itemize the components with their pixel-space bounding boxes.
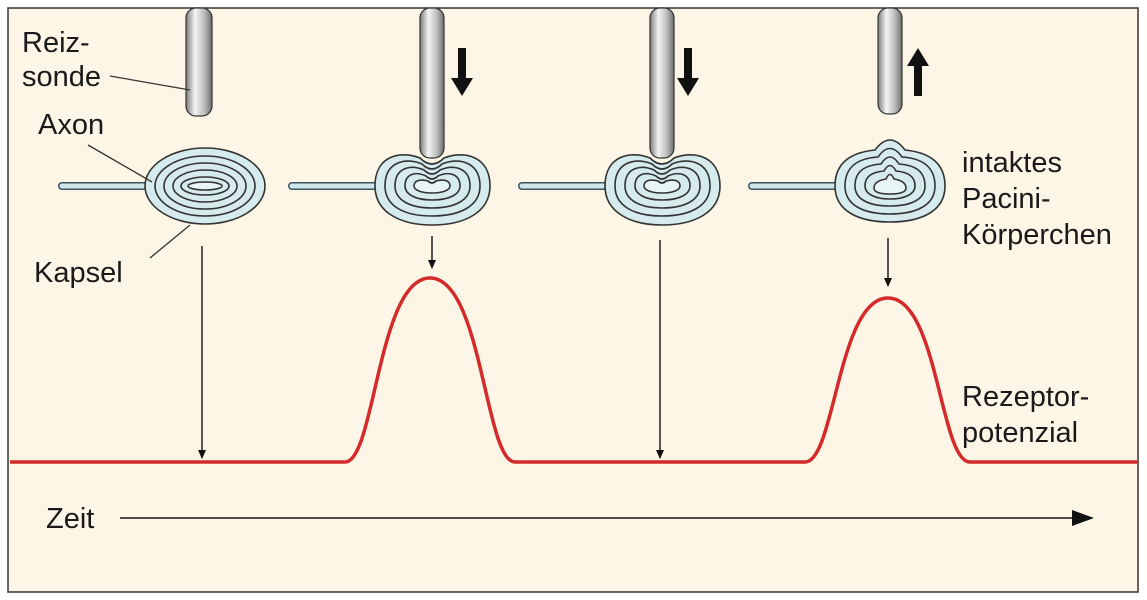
capsule-indented [604,154,721,226]
down-arrow-icon [451,48,473,96]
corpuscle-label-line3: Körperchen [962,219,1112,251]
stage-3-hold [518,7,721,459]
capsule-label: Kapsel [34,257,123,289]
capsule-leader-line [149,224,191,259]
potential-label-line2: potenzial [962,417,1079,449]
stage-4-release [748,7,946,287]
time-arrowhead [1072,510,1094,526]
probe-leader-line [109,75,191,91]
capsule-indented [374,154,491,226]
capsule [144,147,266,225]
stimulus-probe [185,7,213,117]
stage-1-rest [58,7,266,459]
stage-2-press [288,7,491,269]
time-label: Zeit [46,503,95,535]
background-panel [7,7,1139,593]
corpuscle-label-line1: intaktes [962,147,1062,179]
axon-label: Axon [38,109,105,141]
capsule-rebounding [834,139,946,223]
receptor-potential-trace [10,276,1138,464]
probe-label-line1: Reiz- [22,27,90,59]
stimulus-probe [877,7,903,115]
stimulus-probe [649,7,675,159]
probe-label-line2: sonde [22,61,102,93]
corpuscle-label-line2: Pacini- [962,183,1051,215]
stimulus-probe [419,7,445,159]
down-arrow-icon [677,48,699,96]
up-arrow-icon [907,48,929,96]
axon-leader-line [87,144,153,183]
potential-label-line1: Rezeptor- [962,381,1090,413]
